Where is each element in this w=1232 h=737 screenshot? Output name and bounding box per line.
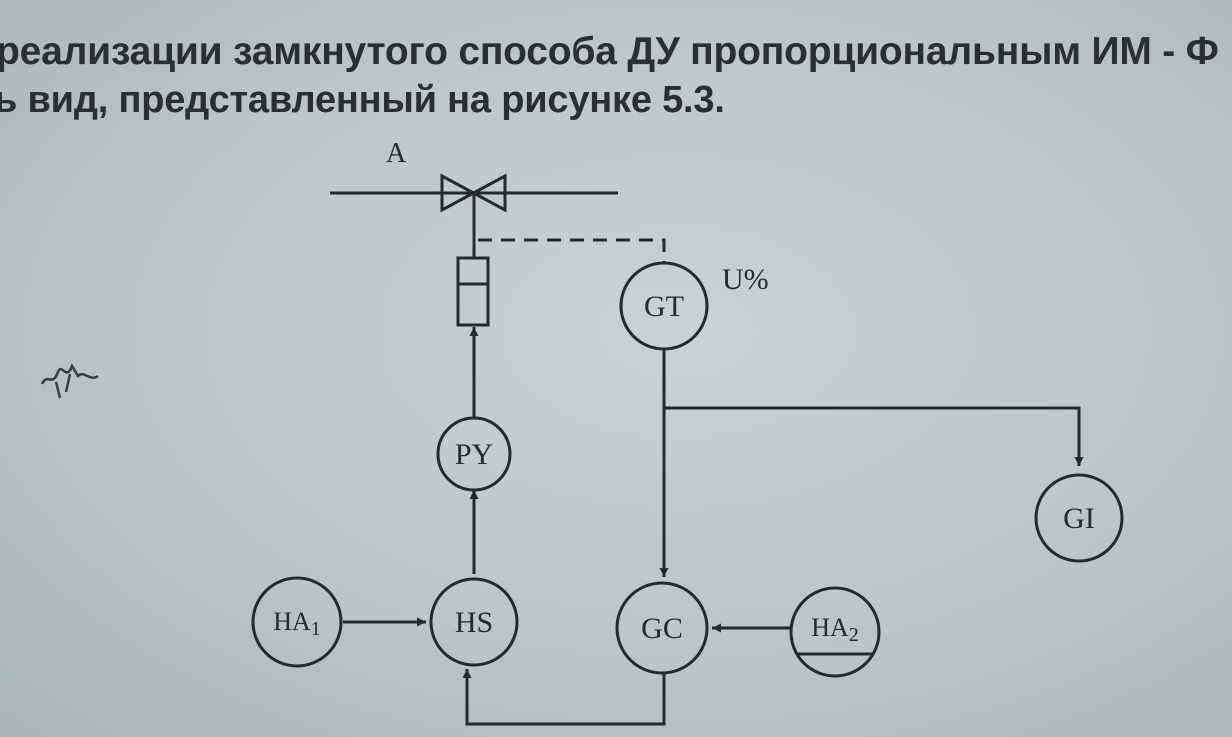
ha1-label-main: HA [273,607,311,636]
gt-unit-label: U% [722,263,769,296]
ha2-label: HA2 [811,613,859,646]
gc-label: GC [641,612,683,645]
gt-to-gi-line [664,406,1084,466]
gc-node [615,581,709,675]
ha1-node [251,576,343,668]
gi-node [1034,473,1124,563]
gt-node [619,261,709,351]
hs-node [429,577,519,667]
pen-scribble [40,363,99,399]
gi-label: GI [1063,502,1095,535]
valve-symbol [440,173,507,213]
ha1-label: HA1 [273,607,321,640]
py-node [436,416,512,492]
gt-label: GT [644,290,684,323]
body-text-line-1: реализации замкнутого способа ДУ пропорц… [0,30,1219,73]
hs-label: HS [455,606,493,639]
ha1-label-sub: 1 [311,618,321,640]
actuator-symbol [456,256,490,327]
valve-label: A [386,138,407,169]
ha2-node [789,586,881,678]
ha2-label-main: HA [811,613,849,642]
ha2-label-sub: 2 [849,624,859,646]
py-label: PY [455,438,493,471]
position-feedback-line [478,238,666,262]
gc-to-hs-line [462,669,666,726]
body-text-line-2: ь вид, представленный на рисунке 5.3. [0,79,725,121]
